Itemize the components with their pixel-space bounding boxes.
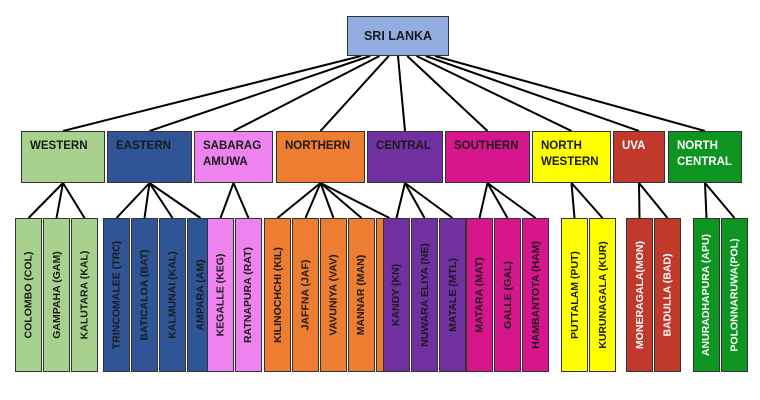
province-to-district-line [638, 182, 669, 219]
province-to-district-line [395, 182, 406, 219]
district-label: POLONNARUWA(POL) [728, 238, 741, 352]
district-badulla-bad: BADULLA (BAD) [654, 218, 681, 372]
province-to-district-line [319, 182, 335, 219]
province-to-district-line [486, 182, 537, 219]
province-eastern: EASTERN [107, 131, 192, 183]
province-to-district-line [638, 182, 641, 219]
district-polonnaruwa-pol: POLONNARUWA(POL) [721, 218, 748, 372]
district-label: KANDY (KN) [390, 263, 403, 327]
province-to-district-line [143, 182, 151, 219]
province-to-district-line [232, 182, 250, 219]
root-to-province-line [425, 55, 640, 132]
district-matale-mtl: MATALE (MTL) [439, 218, 466, 372]
province-to-district-line [704, 182, 736, 219]
province-to-district-line [319, 182, 363, 219]
root-to-province-line [416, 55, 572, 132]
district-puttalam-put: PUTTALAM (PUT) [561, 218, 588, 372]
district-label: VAVUNIYA (VAV) [327, 254, 340, 336]
district-label: COLOMBO (COL) [22, 251, 35, 339]
district-label: KALUTARA (KAL) [78, 250, 91, 340]
district-label: ANURADHAPURA (APU) [700, 233, 713, 357]
district-kandy-kn: KANDY (KN) [383, 218, 410, 372]
province-to-district-line [304, 182, 322, 219]
root-to-province-line [233, 55, 380, 132]
province-sabarag-amuwa: SABARAG AMUWA [194, 131, 273, 183]
province-central: CENTRAL [367, 131, 443, 183]
district-label: MATALE (MTL) [446, 258, 459, 332]
district-trincomalee-trc: TRINCOMALEE (TRC) [103, 218, 130, 372]
province-north-western: NORTH WESTERN [532, 131, 611, 183]
province-to-district-line [219, 182, 235, 219]
district-label: JAFFNA (JAF) [299, 259, 312, 331]
province-to-district-line [62, 182, 86, 219]
district-label: KALMUNAI (KAL) [166, 251, 179, 339]
province-to-district-line [27, 182, 64, 219]
province-to-district-line [486, 182, 509, 219]
district-kalmunai-kal: KALMUNAI (KAL) [159, 218, 186, 372]
district-kegalle-keg: KEGALLE (KEG) [207, 218, 234, 372]
district-baticaloa-bat: BATICALOA (BAT) [131, 218, 158, 372]
district-jaffna-jaf: JAFFNA (JAF) [292, 218, 319, 372]
district-label: KILINOCHCHI (KIL) [271, 247, 284, 343]
province-southern: SOUTHERN [445, 131, 530, 183]
root-node: SRI LANKA [347, 16, 449, 56]
province-to-district-line [320, 182, 390, 219]
province-to-district-line [404, 182, 454, 219]
district-gampaha-gam: GAMPAHA (GAM) [43, 218, 70, 372]
province-to-district-line [478, 182, 489, 219]
district-label: GALLE (GAL) [501, 261, 514, 329]
district-mannar-man: MANNAR (MAN) [348, 218, 375, 372]
district-label: KURUNAGALA (KUR) [596, 241, 609, 349]
root-to-province-line [62, 55, 362, 132]
province-to-district-line [148, 182, 174, 219]
district-label: NUWARA ELIYA (NE) [418, 243, 431, 347]
district-label: KEGALLE (KEG) [214, 253, 227, 337]
district-anuradhapura-apu: ANURADHAPURA (APU) [693, 218, 720, 372]
district-nuwara-eliya-ne: NUWARA ELIYA (NE) [411, 218, 438, 372]
district-matara-mat: MATARA (MAT) [466, 218, 493, 372]
district-label: MANNAR (MAN) [355, 254, 368, 336]
district-label: TRINCOMALEE (TRC) [110, 240, 123, 350]
district-label: HAMBANTOTA (HAM) [529, 241, 542, 349]
province-to-district-line [404, 182, 426, 219]
district-label: RATNAPURA (RAT) [242, 246, 255, 344]
district-label: BADULLA (BAD) [661, 253, 674, 337]
root-to-province-line [149, 55, 371, 132]
root-to-province-line [319, 55, 390, 132]
district-hambantota-ham: HAMBANTOTA (HAM) [522, 218, 549, 372]
root-to-province-line [406, 55, 489, 132]
province-uva: UVA [613, 131, 665, 183]
province-to-district-line [55, 182, 64, 219]
province-to-district-line [570, 182, 576, 219]
province-to-district-line [276, 182, 322, 219]
root-to-province-line [434, 55, 706, 132]
district-kurunagala-kur: KURUNAGALA (KUR) [589, 218, 616, 372]
district-label: BATICALOA (BAT) [138, 249, 151, 341]
province-northern: NORTHERN [276, 131, 365, 183]
district-label: MATARA (MAT) [473, 257, 486, 333]
province-north-central: NORTH CENTRAL [668, 131, 742, 183]
province-to-district-line [115, 182, 151, 219]
district-label: PUTTALAM (PUT) [568, 251, 581, 339]
district-galle-gal: GALLE (GAL) [494, 218, 521, 372]
province-western: WESTERN [21, 131, 105, 183]
root-to-province-line [397, 55, 406, 132]
district-kalutara-kal: KALUTARA (KAL) [71, 218, 98, 372]
province-to-district-line [570, 182, 604, 219]
province-to-district-line [704, 182, 708, 219]
district-moneragala-mon: MONERAGALA(MON) [626, 218, 653, 372]
district-vavuniya-vav: VAVUNIYA (VAV) [320, 218, 347, 372]
district-label: GAMPAHA (GAM) [50, 251, 63, 339]
district-ratnapura-rat: RATNAPURA (RAT) [235, 218, 262, 372]
district-label: MONERAGALA(MON) [633, 241, 646, 349]
district-kilinochchi-kil: KILINOCHCHI (KIL) [264, 218, 291, 372]
province-to-district-line [148, 182, 202, 219]
district-colombo-col: COLOMBO (COL) [15, 218, 42, 372]
